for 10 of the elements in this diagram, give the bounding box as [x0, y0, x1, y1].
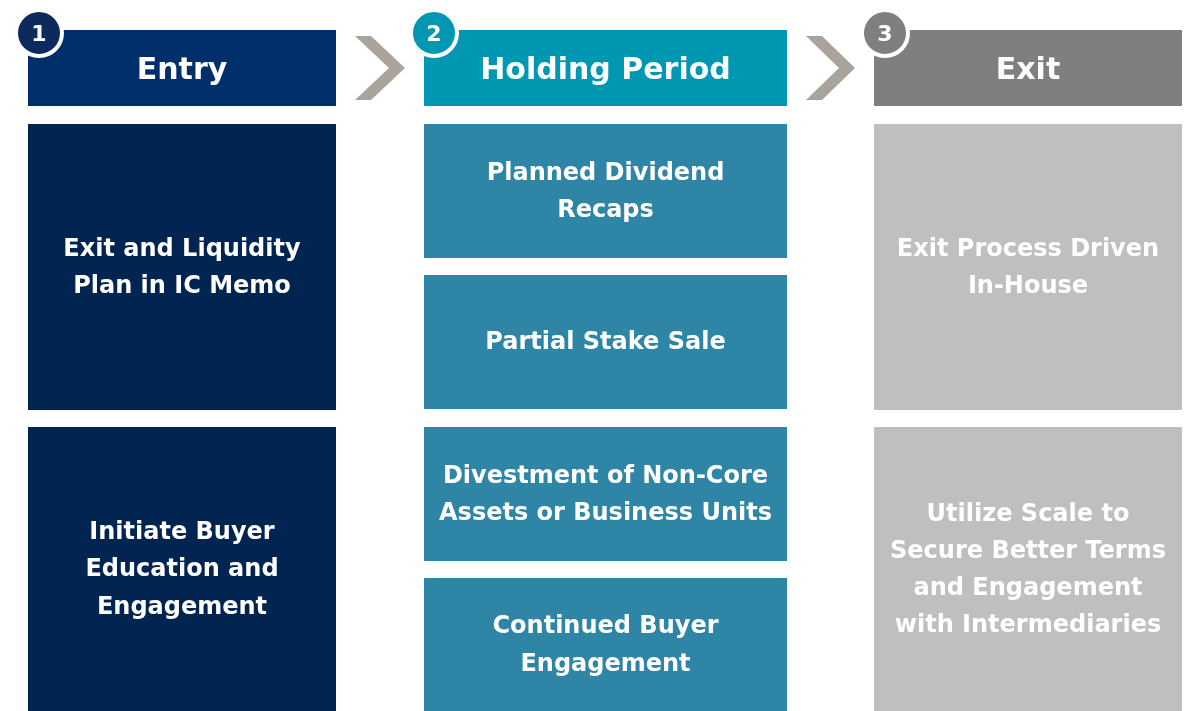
- strategy-box: Initiate Buyer Education and Engagement: [28, 427, 336, 711]
- strategy-box: Exit Process Driven In-House: [874, 124, 1182, 410]
- strategy-box: Continued Buyer Engagement: [424, 578, 787, 711]
- strategy-box: Partial Stake Sale: [424, 275, 787, 409]
- strategy-box: Divestment of Non-Core Assets or Business Units: [424, 427, 787, 561]
- strategy-box: Exit and Liquidity Plan in IC Memo: [28, 124, 336, 410]
- strategy-box: Utilize Scale to Secure Better Terms and Engagement with Intermediaries: [874, 427, 1182, 711]
- strategy-box: Planned Dividend Recaps: [424, 124, 787, 258]
- chevron-arrow: [355, 36, 405, 100]
- chevron-arrow: [806, 36, 855, 100]
